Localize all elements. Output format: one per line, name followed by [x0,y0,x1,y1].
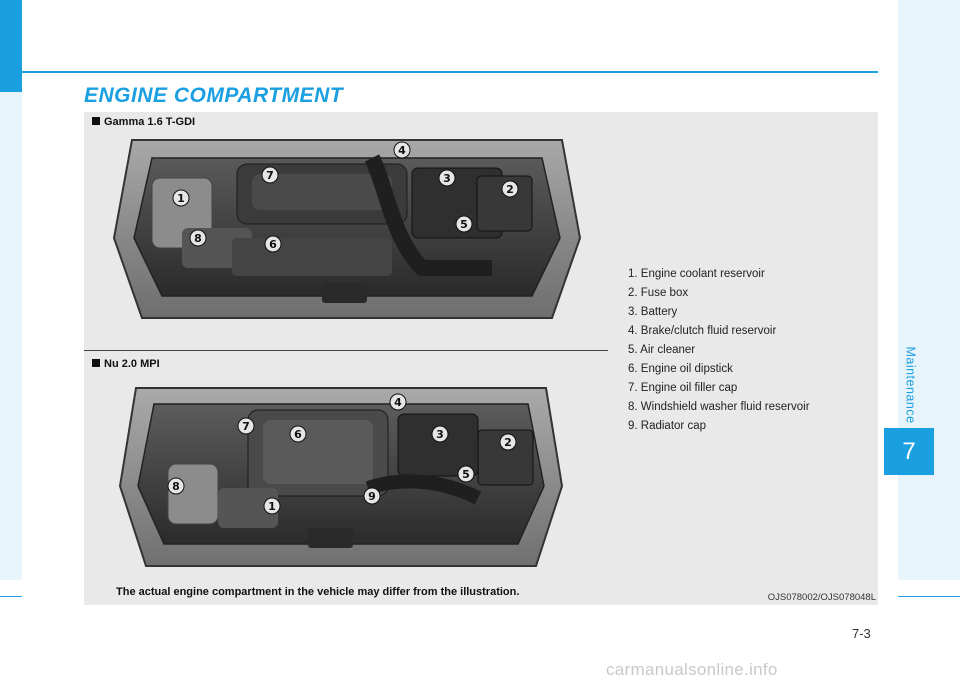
legend-item: 1. Engine coolant reservoir [628,268,765,280]
legend-item: 2. Fuse box [628,287,689,299]
legend-item: 6. Engine oil dipstick [628,363,733,375]
callout-1: 1 [268,500,276,513]
section-label-gamma: Gamma 1.6 T-GDI [92,116,195,128]
figure-caption: The actual engine compartment in the veh… [116,586,520,598]
legend-item: 4. Brake/clutch fluid reservoir [628,325,777,337]
callout-7: 7 [242,420,250,433]
callout-4: 4 [394,396,402,409]
left-margin-band [0,0,22,580]
legend-item: 7. Engine oil filler cap [628,382,738,394]
watermark: carmanualsonline.info [606,660,778,679]
callout-5: 5 [462,468,470,481]
callout-9: 9 [368,490,376,503]
legend-item: 8. Windshield washer fluid reservoir [628,401,810,413]
page-number: 7-3 [852,626,871,641]
component-legend: 1. Engine coolant reservoir 2. Fuse box … [628,265,810,436]
callout-6: 6 [294,428,302,441]
section-label-nu: Nu 2.0 MPI [92,358,160,370]
legend-item: 9. Radiator cap [628,420,706,432]
callout-2: 2 [506,183,514,196]
callout-2: 2 [504,436,512,449]
right-margin-band [898,0,960,580]
legend-item: 5. Air cleaner [628,344,696,356]
page-title: ENGINE COMPARTMENT [84,84,344,107]
legend-item: 3. Battery [628,306,678,318]
left-footer-line [0,596,22,597]
bullet-square-icon [92,117,100,125]
section-tab-label: Maintenance [904,346,919,424]
callout-8: 8 [172,480,180,493]
callout-5: 5 [460,218,468,231]
engine-figure-gamma: 1 2 3 4 5 6 7 8 [112,139,582,319]
bullet-square-icon [92,359,100,367]
callout-6: 6 [269,238,277,251]
header-rule [22,71,878,73]
chapter-number-badge: 7 [884,428,934,475]
section-divider [84,350,608,351]
callout-3: 3 [436,428,444,441]
callout-7: 7 [266,169,274,182]
figure-code: OJS078002/OJS078048L [767,592,876,603]
engine-figure-nu: 1 2 3 4 5 6 7 8 9 [118,387,564,567]
left-accent-block [0,0,22,92]
right-footer-line [898,596,960,597]
callout-8: 8 [194,232,202,245]
callout-3: 3 [443,172,451,185]
callout-4: 4 [398,144,406,157]
callout-1: 1 [177,192,185,205]
